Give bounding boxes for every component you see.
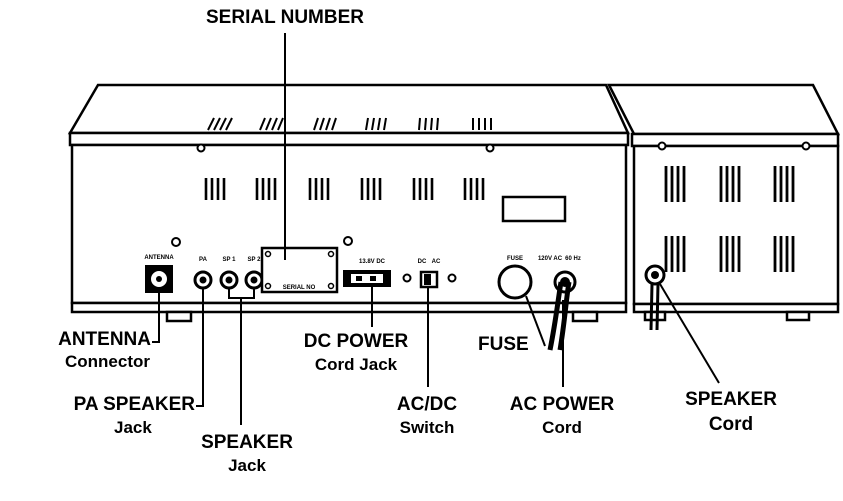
speaker-vent-5 [719, 236, 741, 272]
rear-panel-vents [204, 178, 485, 200]
speaker-top-cover [606, 83, 841, 136]
dc-power-cord-jack-label: Cord Jack [314, 355, 398, 374]
screw [657, 141, 667, 151]
antenna-leader [152, 293, 160, 343]
serial-number-plate [260, 246, 339, 294]
panel-antenna-text: ANTENNA [144, 255, 174, 261]
rear-vent-2 [255, 178, 277, 200]
acdc-switch-label: Switch [399, 418, 455, 437]
panel-sp2-text: SP 2 [248, 257, 262, 263]
panel-sp1-text: SP 1 [223, 257, 237, 263]
screw [801, 141, 811, 151]
acdc-label: AC/DC [396, 394, 458, 415]
acdc-switch [419, 270, 439, 289]
transceiver-top-lip [68, 131, 630, 147]
serial-number-label: SERIAL NUMBER [206, 7, 364, 28]
screw [343, 236, 353, 246]
rear-vent-6 [463, 178, 485, 200]
sp2-jack [244, 270, 264, 290]
speaker-screws [657, 141, 811, 151]
speaker-jack-sub-label: Jack [228, 456, 266, 475]
screw [402, 273, 412, 283]
speaker-unit [606, 83, 841, 322]
screw [485, 143, 495, 153]
top-vent-4 [365, 117, 387, 131]
pa-speaker-label: PA SPEAKER [73, 394, 195, 415]
speaker-base [632, 302, 840, 314]
antenna-connector-label: Connector [65, 352, 150, 371]
ac-power-cord [547, 270, 577, 351]
speaker-vent-6 [773, 236, 795, 272]
ac-power-label: AC POWER [509, 394, 615, 415]
screw [447, 273, 457, 283]
speaker-cord-sub-label: Cord [708, 414, 754, 435]
panel-120v-ac-text: 120V AC [538, 256, 563, 262]
speaker-vents [664, 166, 795, 272]
dc-power-label: DC POWER [303, 331, 409, 352]
antenna-label: ANTENNA [58, 329, 151, 350]
speaker-jacks [193, 270, 264, 290]
pa-speaker-jack-label: Jack [114, 418, 152, 437]
speaker-vent-2 [719, 166, 741, 202]
top-vent-2 [259, 117, 284, 131]
panel-pa-text: PA [199, 257, 208, 263]
screw [171, 237, 181, 247]
panel-silkscreen: ANTENNA PA SP 1 SP 2 SERIAL NO 13.8V DC … [144, 255, 581, 291]
leader-lines [152, 33, 720, 425]
rear-vent-3 [308, 178, 330, 200]
speaker-vent-1 [664, 166, 686, 202]
top-vent-1 [207, 117, 233, 131]
panel-serial-no-text: SERIAL NO [283, 285, 316, 291]
speaker-cord [644, 264, 666, 331]
panel-dc-text: DC [418, 259, 427, 265]
pa-speaker-leader [196, 288, 204, 407]
speaker-cord-label: SPEAKER [685, 389, 777, 410]
ac-power-cord-label: Cord [542, 418, 582, 437]
panel-60hz-text: 60 Hz [565, 256, 581, 262]
top-lip-screws [196, 143, 495, 153]
dc-power-jack [343, 270, 391, 287]
pa-jack [193, 270, 213, 290]
top-cover-vents [207, 117, 492, 131]
speaker-cord-leader [659, 283, 720, 384]
speaker-foot [785, 310, 811, 322]
speaker-foot [643, 310, 667, 322]
speaker-jack-label: SPEAKER [201, 432, 293, 453]
panel-fuse-text: FUSE [507, 256, 523, 262]
transceiver-feet [165, 310, 599, 323]
rear-vent-1 [204, 178, 226, 200]
panel-13v-dc-text: 13.8V DC [359, 259, 386, 265]
speaker-vent-4 [664, 236, 686, 272]
antenna-connector [145, 265, 173, 293]
rear-vent-4 [360, 178, 382, 200]
heatsink-window [501, 195, 567, 223]
top-vent-6 [472, 118, 492, 130]
transceiver-top-cover [67, 83, 630, 135]
top-vent-5 [418, 117, 439, 131]
transceiver-base [70, 301, 628, 314]
fuse-leader [525, 295, 546, 347]
top-vent-3 [313, 117, 337, 131]
screw [196, 143, 206, 153]
fuse-holder [497, 264, 533, 300]
speaker-vent-3 [773, 166, 795, 202]
sp1-jack [219, 270, 239, 290]
fuse-label: FUSE [478, 334, 529, 355]
panel-ac-text: AC [432, 259, 441, 265]
panel-screws [171, 236, 457, 283]
rear-vent-5 [412, 178, 434, 200]
